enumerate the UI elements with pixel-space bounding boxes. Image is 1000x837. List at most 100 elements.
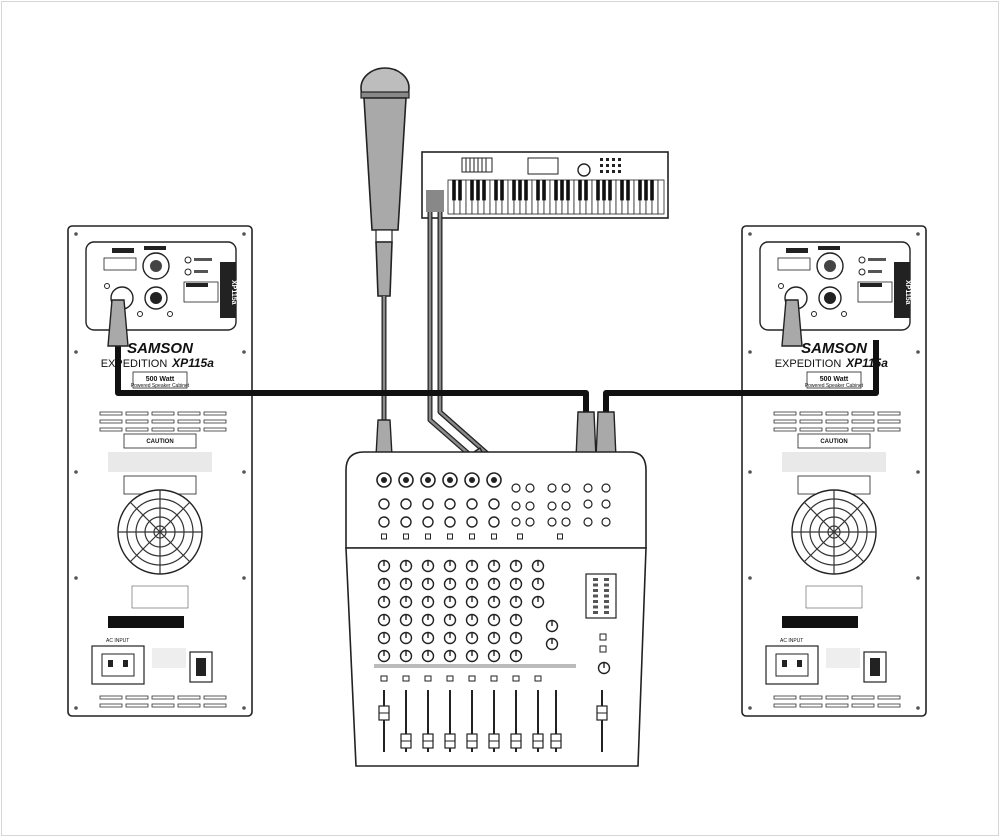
meter-led xyxy=(593,578,598,581)
stereo-jack xyxy=(547,501,557,511)
black-key xyxy=(626,180,630,201)
speaker-left-power: 500 Watt xyxy=(146,376,175,383)
xlr-input-jack-core xyxy=(469,477,475,483)
xlr-input-jack-core xyxy=(403,477,409,483)
mixer-level-meter xyxy=(585,573,617,619)
speaker-left-side-label: XP115a xyxy=(230,280,237,305)
black-key xyxy=(452,180,456,201)
channel-switch xyxy=(517,533,523,540)
mute-button xyxy=(402,675,410,682)
xlr-input-jack-core xyxy=(425,477,431,483)
mixer-faders xyxy=(378,690,608,752)
black-key xyxy=(476,180,480,201)
black-key xyxy=(524,180,528,201)
channel-fader xyxy=(422,690,434,752)
speaker-left-ac-input: AC INPUT xyxy=(106,638,129,644)
black-key xyxy=(596,180,600,201)
mute-button xyxy=(424,675,432,682)
meter-led xyxy=(604,611,609,614)
meter-led xyxy=(604,600,609,603)
black-key xyxy=(608,180,612,201)
speaker-left-caution: CAUTION xyxy=(146,439,173,445)
stereo-jack xyxy=(547,517,557,527)
black-key xyxy=(512,180,516,201)
stereo-jack xyxy=(561,501,571,511)
mute-button xyxy=(446,675,454,682)
meter-led xyxy=(604,578,609,581)
stereo-jack xyxy=(511,501,521,511)
black-key xyxy=(602,180,606,201)
channel-fader xyxy=(550,690,562,752)
channel-switch xyxy=(557,533,563,540)
stereo-jack xyxy=(583,499,593,509)
mute-button xyxy=(534,675,542,682)
line-input-jack xyxy=(422,498,434,510)
black-key xyxy=(518,180,522,201)
mixer xyxy=(345,451,647,767)
stereo-jack xyxy=(561,517,571,527)
speaker-right-power: 500 Watt xyxy=(820,376,849,383)
stereo-jack xyxy=(511,517,521,527)
channel-switch xyxy=(403,533,409,540)
speaker-right-subtitle: Powered Speaker Cabinet xyxy=(805,383,864,389)
insert-jack xyxy=(444,516,456,528)
xlr-input-jack-core xyxy=(381,477,387,483)
xlr-input-jack-core xyxy=(447,477,453,483)
meter-led xyxy=(604,589,609,592)
mixer-label-strip xyxy=(374,664,576,668)
black-key xyxy=(650,180,654,201)
black-key xyxy=(638,180,642,201)
speaker-left-series: EXPEDITION xyxy=(101,358,168,370)
black-key xyxy=(482,180,486,201)
stereo-jack xyxy=(601,517,611,527)
stereo-jack xyxy=(601,483,611,493)
stereo-jack xyxy=(511,483,521,493)
keyboard-synth xyxy=(421,151,669,219)
cables xyxy=(115,212,879,501)
channel-fader xyxy=(532,690,544,752)
mixer-knobs xyxy=(374,559,611,682)
microphone xyxy=(360,67,410,297)
insert-jack xyxy=(466,516,478,528)
black-key xyxy=(584,180,588,201)
speaker-left-subtitle: Powered Speaker Cabinet xyxy=(131,383,190,389)
channel-switch xyxy=(381,533,387,540)
speaker-left-labels: SAMSON EXPEDITION XP115a 500 Watt Powere… xyxy=(101,280,237,644)
line-input-jack xyxy=(488,498,500,510)
speaker-left-model: XP115a xyxy=(171,356,214,370)
channel-fader xyxy=(596,690,608,752)
mute-button xyxy=(490,675,498,682)
meter-led xyxy=(593,605,598,609)
stereo-jack xyxy=(561,483,571,493)
speaker-left-brand: SAMSON xyxy=(127,340,194,357)
meter-led xyxy=(604,583,609,587)
stereo-jack xyxy=(583,517,593,527)
speaker-right-series: EXPEDITION xyxy=(775,358,842,370)
speaker-right-brand: SAMSON xyxy=(801,340,868,357)
black-key xyxy=(458,180,462,201)
black-key xyxy=(620,180,624,201)
channel-fader xyxy=(444,690,456,752)
insert-jack xyxy=(422,516,434,528)
channel-switch xyxy=(469,533,475,540)
meter-led xyxy=(604,594,609,598)
stereo-jack xyxy=(525,517,535,527)
white-key xyxy=(657,179,665,215)
channel-fader xyxy=(378,690,390,752)
keyboard-buttons xyxy=(600,158,621,173)
channel-fader xyxy=(400,690,412,752)
channel-fader xyxy=(510,690,522,752)
keyboard-cables xyxy=(427,212,510,478)
stereo-jack xyxy=(525,483,535,493)
mute-button xyxy=(380,675,388,682)
black-key xyxy=(644,180,648,201)
meter-led xyxy=(593,583,598,587)
channel-switch xyxy=(447,533,453,540)
line-input-jack xyxy=(400,498,412,510)
meter-led xyxy=(593,594,598,598)
insert-jack xyxy=(488,516,500,528)
line-input-jack xyxy=(444,498,456,510)
keyboard-dial xyxy=(577,163,591,177)
